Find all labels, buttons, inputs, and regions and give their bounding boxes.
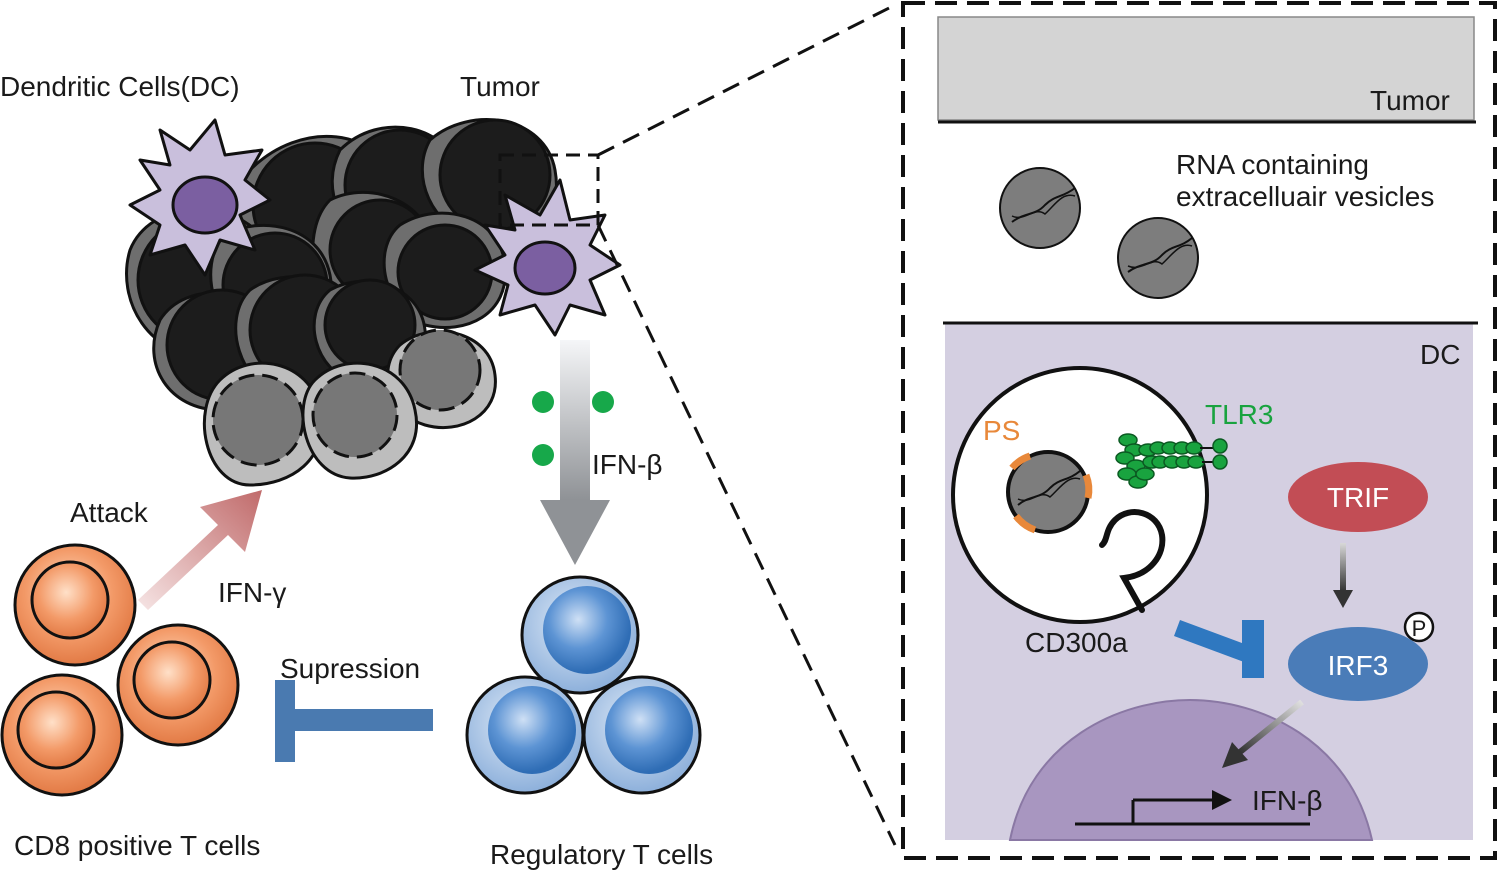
cd300a-receptor bbox=[1099, 509, 1166, 613]
ifn-beta-arrow bbox=[540, 340, 610, 565]
label-ifn-beta-gene: IFN-β bbox=[1252, 785, 1323, 816]
label-attack: Attack bbox=[70, 497, 149, 528]
ifn-beta-gene bbox=[1075, 790, 1310, 826]
internalized-vesicle bbox=[1006, 450, 1093, 534]
cd8-t-cells bbox=[0, 543, 240, 797]
regulatory-t-cell bbox=[465, 675, 585, 795]
dc-nucleus-region bbox=[1008, 698, 1374, 841]
label-ifn-beta: IFN-β bbox=[592, 449, 663, 480]
label-rna-vesicles-line2: extracelluair vesicles bbox=[1176, 181, 1434, 212]
label-regulatory-t-cells: Regulatory T cells bbox=[490, 839, 713, 870]
cd8-t-cell bbox=[13, 543, 137, 667]
zoom-line-bottom bbox=[596, 224, 897, 846]
label-dc: DC bbox=[1420, 339, 1460, 370]
cd8-t-cell bbox=[116, 623, 240, 747]
regulatory-t-cells bbox=[465, 575, 702, 795]
label-cd300a: CD300a bbox=[1025, 627, 1128, 658]
trif-node bbox=[1288, 462, 1428, 532]
label-tumor-band: Tumor bbox=[1370, 85, 1450, 116]
ifn-beta-molecules bbox=[532, 391, 614, 466]
label-ifn-gamma: IFN-γ bbox=[218, 577, 286, 608]
label-tumor: Tumor bbox=[460, 71, 540, 102]
attack-arrow bbox=[138, 490, 262, 610]
regulatory-t-cell bbox=[582, 675, 702, 795]
zoom-line-top bbox=[597, 3, 896, 157]
dc-nucleus bbox=[513, 240, 577, 296]
dc-nucleus bbox=[171, 175, 239, 235]
ps-marker bbox=[1082, 473, 1093, 499]
cd8-t-cell bbox=[0, 673, 124, 797]
regulatory-t-cell bbox=[520, 575, 640, 695]
tumor-band bbox=[937, 16, 1475, 121]
label-phospho: P bbox=[1412, 616, 1427, 641]
irf3-to-nucleus-arrow bbox=[1222, 699, 1304, 768]
irf3-node bbox=[1288, 627, 1428, 701]
label-dendritic-cells: Dendritic Cells(DC) bbox=[0, 71, 240, 102]
dying-tumor-cells bbox=[203, 328, 497, 487]
label-tlr3: TLR3 bbox=[1205, 399, 1273, 430]
label-rna-vesicles-line1: RNA containing bbox=[1176, 149, 1369, 180]
ps-marker bbox=[1009, 452, 1032, 471]
phosphorylation-marker: P bbox=[1403, 611, 1435, 643]
label-cd8-t-cells: CD8 positive T cells bbox=[14, 830, 260, 861]
dendritic-cell bbox=[473, 178, 622, 337]
suppression-inhibitor bbox=[275, 680, 433, 762]
label-trif: TRIF bbox=[1327, 482, 1389, 513]
rna-vesicle bbox=[1117, 217, 1199, 299]
zoom-box bbox=[498, 153, 600, 227]
label-suppression: Supression bbox=[280, 653, 420, 684]
trif-to-irf3-arrow bbox=[1333, 543, 1353, 608]
irf3-inhibitor bbox=[1174, 620, 1264, 678]
ps-marker bbox=[1013, 513, 1037, 534]
dendritic-cell bbox=[128, 118, 272, 277]
rna-vesicle bbox=[999, 167, 1081, 249]
tlr3-receptor bbox=[1115, 433, 1228, 489]
label-irf3: IRF3 bbox=[1328, 650, 1389, 681]
label-ps: PS bbox=[983, 415, 1020, 446]
